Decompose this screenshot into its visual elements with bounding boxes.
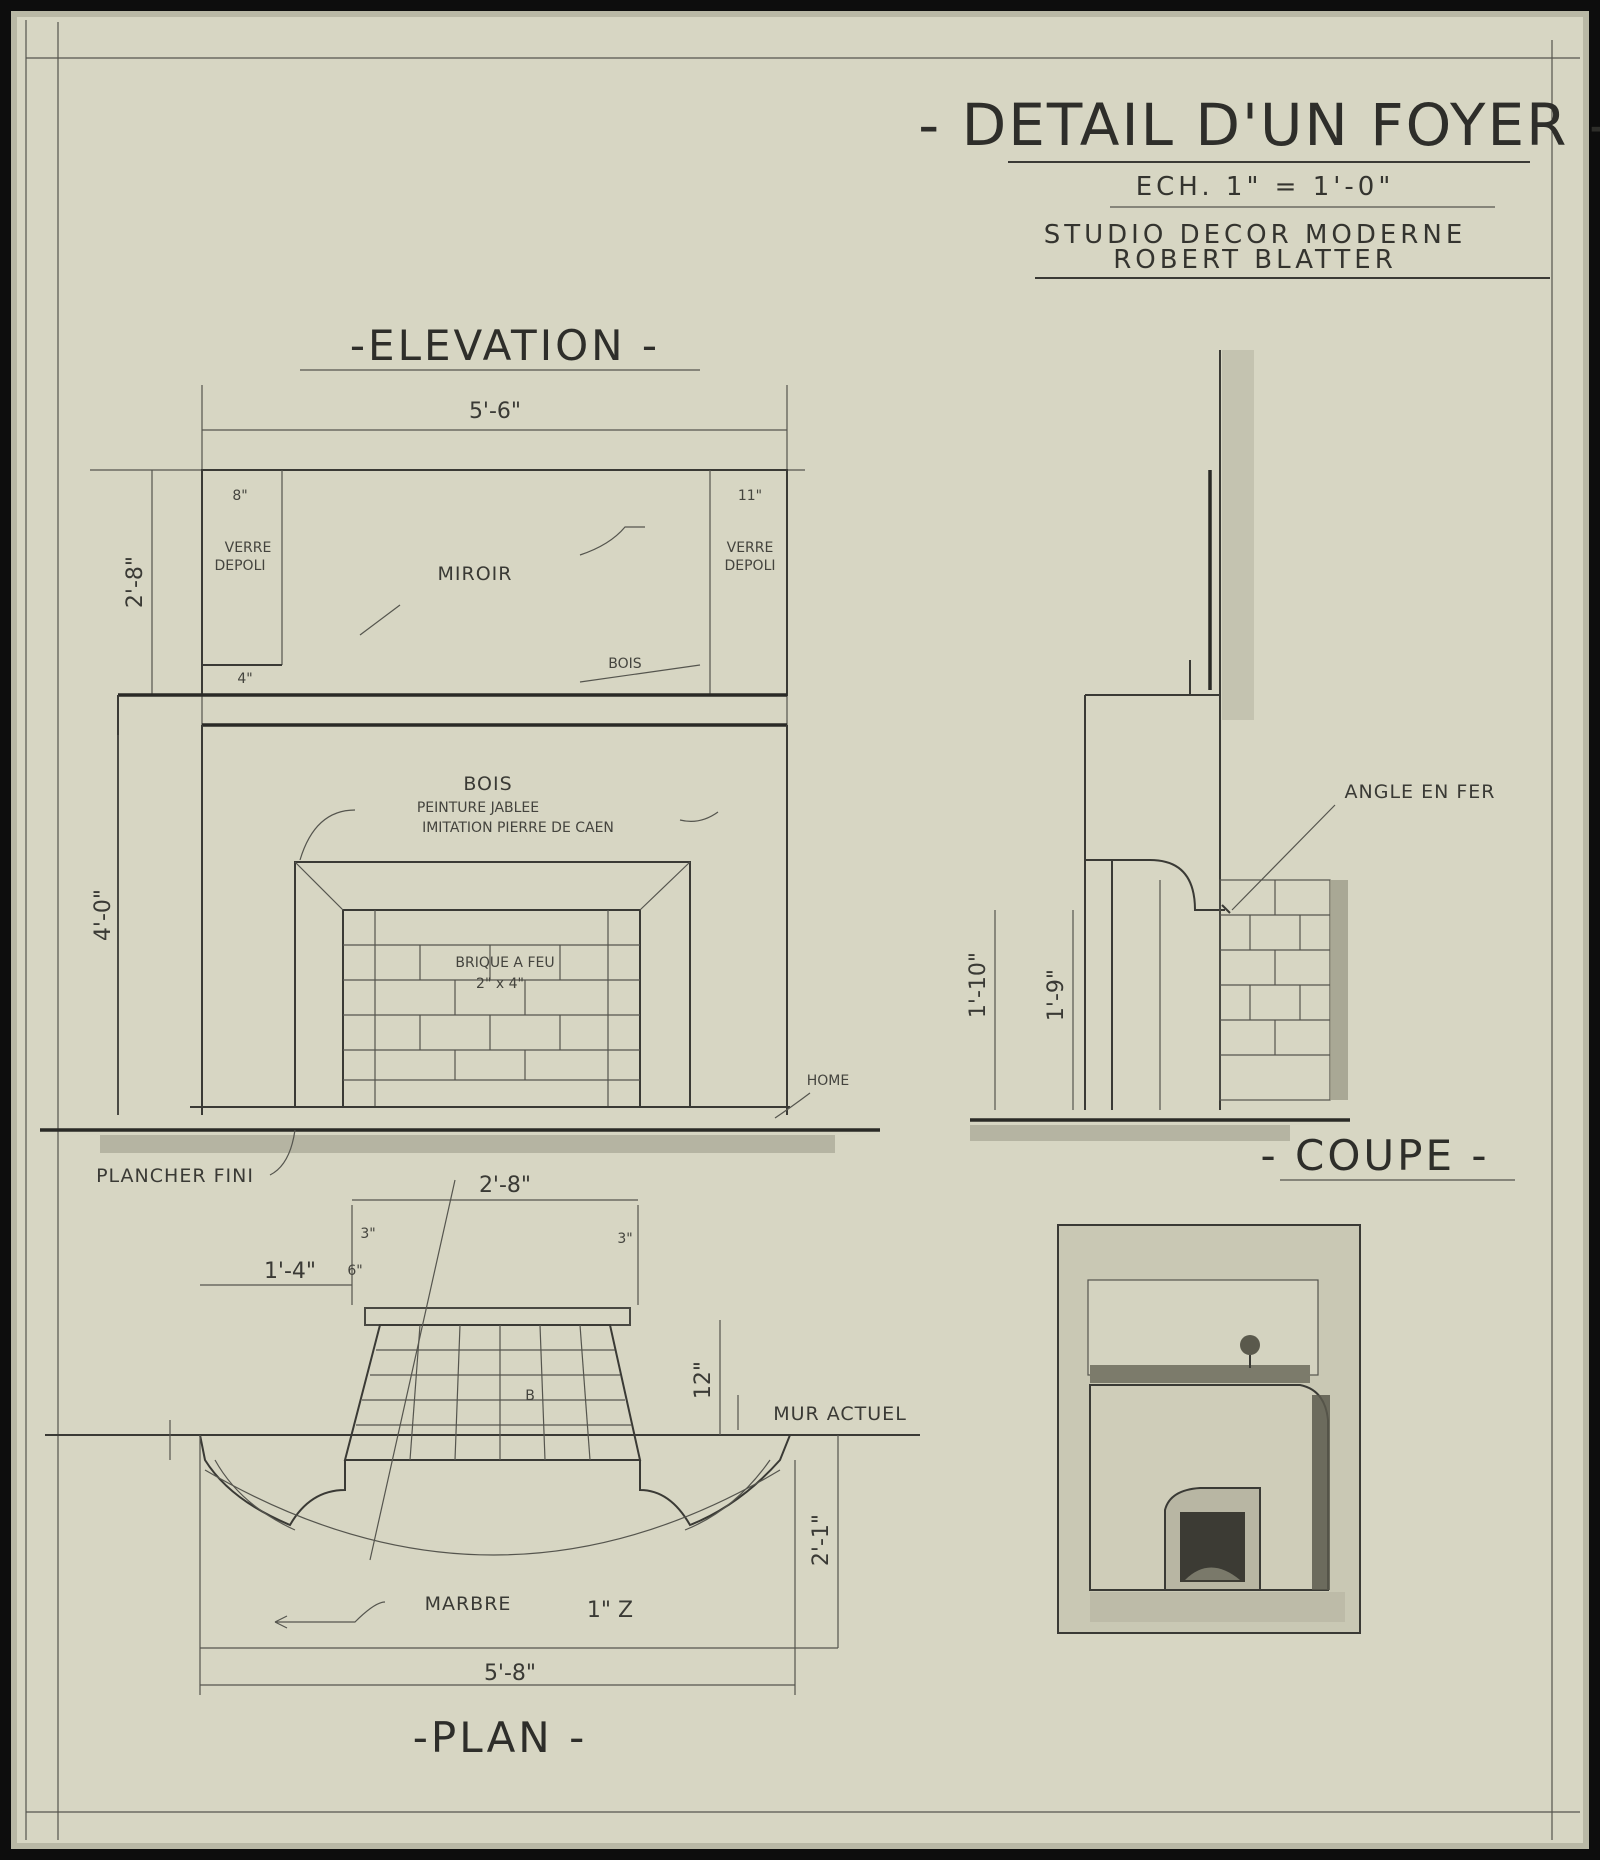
firebrick-pattern — [343, 910, 640, 1107]
sketch-hearth — [1090, 1592, 1345, 1622]
wood-imitation-note: IMITATION PIERRE DE CAEN — [422, 820, 614, 836]
wood-paint-note: PEINTURE JABLEE — [417, 800, 539, 816]
plan-dim-3a: 3" — [360, 1226, 375, 1242]
hearth-right-wing — [639, 1434, 791, 1527]
wall-label: MUR ACTUEL — [773, 1403, 907, 1425]
sheet-border — [25, 20, 1580, 1840]
scale-label: ECH. 1" = 1'-0" — [1136, 172, 1395, 202]
ledge-dim: 4" — [237, 671, 252, 687]
plan-dim-6: 6" — [347, 1263, 362, 1279]
right-panel-label-2: DEPOLI — [724, 558, 775, 574]
firebrick-size: 2" x 4" — [476, 976, 524, 992]
plan-center-mark: B — [525, 1388, 535, 1404]
plan-dim-2-1: 2'-1" — [809, 1514, 834, 1566]
floor-label: PLANCHER FINI — [96, 1165, 254, 1187]
sketch-mirror — [1087, 1279, 1319, 1376]
studio-name: STUDIO DECOR MODERNE — [1044, 220, 1467, 250]
section-view: ANGLE EN FER 1'-10" 1'-9" - COUPE - — [966, 350, 1515, 1181]
plan-view: MUR ACTUEL 2'-8" 3" 3" 6" 1'-4" B 12" — [45, 1173, 920, 1762]
wood-label: BOIS — [463, 773, 512, 795]
mirror-label: MIROIR — [438, 563, 513, 585]
mantel-height-dim: 4'-0" — [91, 889, 116, 941]
firebrick-label: BRIQUE A FEU — [455, 955, 554, 971]
hearth-label: HOME — [807, 1073, 849, 1089]
left-panel-dim: 8" — [232, 488, 247, 504]
hearth-left-wing — [199, 1434, 346, 1527]
marble-note: 1" Z — [587, 1598, 633, 1623]
plan-dim-3b: 3" — [617, 1231, 632, 1247]
hearth-back-slab — [364, 1307, 631, 1326]
sketch-shadow — [1312, 1395, 1330, 1590]
elevation-title: -ELEVATION - — [350, 321, 660, 370]
floor-hatch — [100, 1135, 835, 1153]
plan-dim-12: 12" — [691, 1361, 716, 1399]
plan-title: -PLAN - — [413, 1713, 588, 1762]
elevation-view: -ELEVATION - 5'-6" 8" 11" VERRE DEPOLI V… — [40, 321, 880, 1187]
section-height-inner-dim: 1'-9" — [1044, 969, 1069, 1021]
left-panel-label-2: DEPOLI — [214, 558, 265, 574]
right-panel-label-1: VERRE — [727, 540, 774, 556]
sketch-vase — [1240, 1335, 1260, 1355]
mirror-height-dim: 2'-8" — [123, 556, 148, 608]
marble-label: MARBRE — [425, 1593, 512, 1615]
sheet-title: - DETAIL D'UN FOYER - — [918, 91, 1600, 159]
hearth-arc — [204, 1469, 781, 1556]
plan-width-dim: 5'-8" — [484, 1661, 536, 1686]
plan-left-offset-dim: 1'-4" — [264, 1259, 316, 1284]
sketch-mantel-shelf — [1090, 1365, 1310, 1383]
plan-depth-dim: 2'-8" — [479, 1173, 531, 1198]
wood-strip-note: BOIS — [608, 656, 642, 672]
designer-name: ROBERT BLATTER — [1113, 245, 1397, 275]
section-floor-hatch — [970, 1125, 1290, 1141]
left-panel-label-1: VERRE — [225, 540, 272, 556]
section-brick-lines — [1220, 880, 1330, 1056]
section-back-hatch — [1330, 880, 1348, 1100]
section-height-outer-dim: 1'-10" — [966, 952, 991, 1018]
right-panel-dim: 11" — [738, 488, 762, 504]
elevation-width-dim: 5'-6" — [469, 399, 521, 424]
paper-edge — [11, 11, 1589, 1849]
wall-hatch — [1222, 350, 1254, 720]
perspective-sketch — [1057, 1224, 1361, 1634]
sketch-fire — [1185, 1567, 1240, 1580]
title-block: - DETAIL D'UN FOYER - ECH. 1" = 1'-0" ST… — [918, 91, 1600, 279]
section-title: - COUPE - — [1260, 1131, 1489, 1180]
angle-iron-label: ANGLE EN FER — [1345, 781, 1496, 803]
